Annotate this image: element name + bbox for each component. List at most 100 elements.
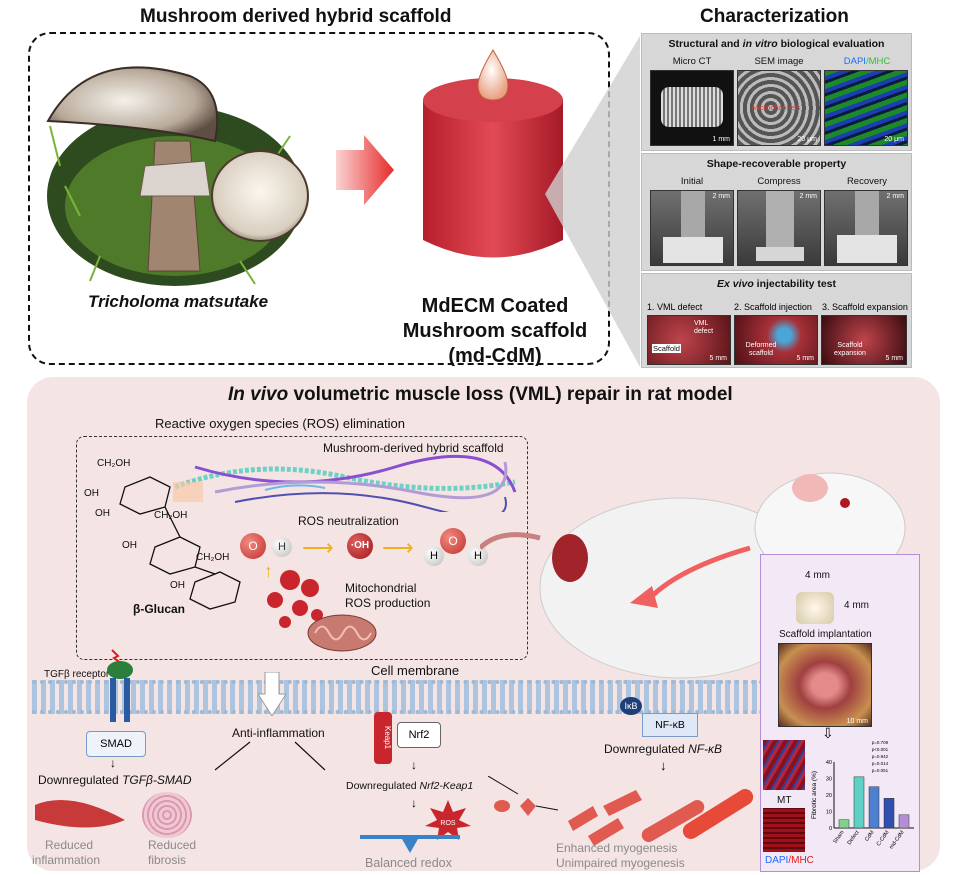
right-arrow-icon: ⟶ <box>382 535 414 560</box>
mitochondrial-label: Mitochondrial <box>345 581 417 595</box>
scale-bar-label: 2 mm <box>712 193 731 200</box>
dimension-height: 4 mm <box>844 600 869 611</box>
p-value-label: p=0.942 <box>872 754 889 759</box>
bar-defect <box>853 776 865 829</box>
expansion-step: 3. Scaffold expansion <box>822 302 908 312</box>
cell-membrane-label: Cell membrane <box>371 663 460 678</box>
scale-bar-label: 10 mm <box>846 718 868 725</box>
scaffold-expansion-annotation: Scaffold expansion <box>834 342 866 357</box>
droplet-icon <box>477 49 509 101</box>
scale-bar-label: 2 mm <box>799 193 818 200</box>
dimension-width: 4 mm <box>805 570 830 581</box>
reduced-label: Reduced <box>45 838 94 852</box>
ch2oh-label-2: CH₂OH <box>154 510 188 521</box>
balance-icon <box>360 835 460 853</box>
oh-label-1: OH <box>84 488 99 499</box>
bar-sham <box>838 819 850 829</box>
unimpaired-myogenesis-label: Unimpaired myogenesis <box>556 856 685 870</box>
scale-bar-label: 5 mm <box>885 355 904 362</box>
mt-stain-image <box>763 740 805 790</box>
vml-defect-image: VML defect Scaffold 5 mm <box>647 315 731 365</box>
implantation-image: 10 mm <box>778 643 872 727</box>
scale-bar-label: 5 mm <box>796 355 815 362</box>
muscle-icon <box>35 800 125 828</box>
hybrid-fibers <box>175 454 517 512</box>
expansion-image: Scaffold expansion 5 mm <box>821 315 907 365</box>
ros-production-label: ROS production <box>345 596 431 610</box>
myogenesis-cells <box>488 776 754 846</box>
injectability-panel: Ex vivo injectability test 1. VML defect… <box>641 273 912 368</box>
sem-label: SEM image <box>754 56 804 67</box>
ros-radicals <box>267 570 323 628</box>
micro-ct-label: Micro CT <box>672 56 712 67</box>
right-arrow-icon: ⟶ <box>302 535 334 560</box>
tgf-receptor-icon <box>107 649 133 722</box>
fibrosis-label: fibrosis <box>148 853 187 867</box>
mushroom-cap <box>46 66 219 143</box>
injectability-title: Ex vivo injectability test <box>716 278 837 290</box>
mushroom-button <box>211 150 309 242</box>
oxygen-atom: O <box>440 528 466 554</box>
initial-label: Initial <box>680 176 704 187</box>
fibrosis-tissue-icon <box>142 792 192 838</box>
deformed-scaffold-annotation: Deformed scaffold <box>745 342 777 357</box>
ros-elimination-title: Reactive oxygen species (ROS) eliminatio… <box>155 416 405 431</box>
downregulated-nrf2-label: Downregulated Nrf2-Keap1 <box>346 780 474 792</box>
oh-label-2: OH <box>95 508 110 519</box>
sem-image: Microchannels 20 μm <box>737 70 821 146</box>
dapi-mhc-label: DAPI/MHC <box>843 56 891 67</box>
beta-glucan-label: β-Glucan <box>133 602 185 616</box>
hydrogen-atom: H <box>468 546 488 566</box>
ros-box <box>76 436 528 660</box>
implantation-label: Scaffold implantation <box>779 629 872 640</box>
scale-bar-label: 2 mm <box>886 193 905 200</box>
cell-membrane <box>32 680 772 714</box>
inflammation-label: inflammation <box>32 853 101 867</box>
hydrogen-atom: H <box>272 537 292 557</box>
microchannels-label: Microchannels <box>752 103 801 112</box>
right-arrow-icon <box>336 135 394 205</box>
shape-recovery-title: Shape-recoverable property <box>706 158 847 170</box>
scale-bar-label: 5 mm <box>709 355 728 362</box>
y-axis-label: Fibrotic area (%) <box>811 771 818 819</box>
mushroom-illustration <box>46 66 309 286</box>
scale-bar-label: 20 μm <box>797 136 817 143</box>
y-tick-label: 10 <box>826 810 832 816</box>
compress-image: 2 mm <box>737 190 821 266</box>
anti-inflammation-label: Anti-inflammation <box>232 726 325 740</box>
ros-star-label: ROS <box>440 820 456 827</box>
mitochondrion-icon <box>307 614 377 652</box>
vml-site <box>552 534 588 582</box>
micro-ct-image: 1 mm <box>650 70 734 146</box>
bar-c-cdm <box>883 798 895 829</box>
mt-label: MT <box>777 795 792 806</box>
big-down-arrow-icon <box>257 671 287 717</box>
zoom-connector <box>545 36 640 367</box>
y-tick-label: 40 <box>826 760 832 766</box>
ch2oh-label-3: CH₂OH <box>196 552 230 563</box>
p-value-label: p=0.709 <box>872 740 889 745</box>
y-tick-label: 0 <box>829 826 832 832</box>
x-tick-label: C-CdM <box>876 829 891 847</box>
oh-radical-molecule: ·OH <box>347 533 373 559</box>
nfkb-box: NF-κB <box>642 713 698 737</box>
smad-box: SMAD <box>86 731 146 757</box>
product-line-2: Mushroom scaffold <box>402 320 588 342</box>
structural-panel-title: Structural and in vitro biological evalu… <box>668 38 885 50</box>
hybrid-scaffold-label: Mushroom-derived hybrid scaffold <box>323 441 504 455</box>
oh-label-3: OH <box>122 540 137 551</box>
rat-eye <box>840 498 850 508</box>
ch2oh-label-1: CH₂OH <box>97 458 131 469</box>
scaffold-annotation: Scaffold <box>652 344 681 353</box>
oh-label-4: OH <box>170 580 185 591</box>
down-arrow-icon: ↓ <box>411 796 417 810</box>
dapi-mhc-tissue-label: DAPI/MHC <box>765 855 814 866</box>
down-arrow-icon: ↓ <box>411 758 417 772</box>
vml-defect-step: 1. VML defect <box>647 302 703 312</box>
ros-star-icon: ROS <box>425 800 471 840</box>
glucan-structure <box>119 476 241 610</box>
hydrogen-atom: H <box>424 546 444 566</box>
initial-image: 2 mm <box>650 190 734 266</box>
y-tick-label: 20 <box>826 793 832 799</box>
downregulated-tgf-label: Downregulated TGFβ-SMAD <box>38 773 192 787</box>
